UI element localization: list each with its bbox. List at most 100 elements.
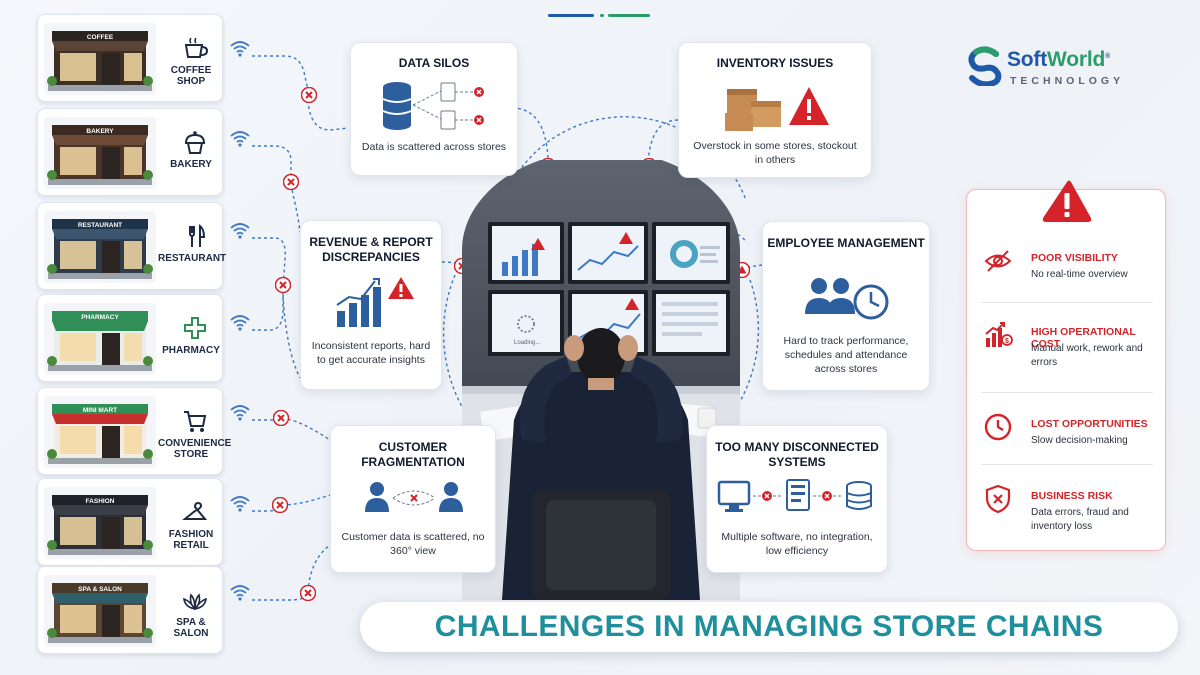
customers-split-icon	[365, 482, 463, 512]
card-text: Data is scattered across stores	[361, 141, 507, 153]
wifi-icon	[230, 315, 250, 331]
wifi-icon	[230, 223, 250, 239]
risk-divider	[981, 392, 1153, 393]
storefront-illustration: BAKERY	[44, 117, 156, 189]
disconnected-systems-card: TOO MANY DISCONNECTED SYSTEMS Multiple s…	[706, 425, 888, 573]
registered-mark: ®	[1105, 53, 1111, 60]
storefront-illustration: FASHION	[44, 487, 156, 559]
wifi-icon	[230, 496, 250, 512]
store-fashion-retail: FASHION FASHION RETAIL	[37, 478, 223, 566]
business-risks-panel: POOR VISIBILITY No real-time overview $ HIG…	[966, 180, 1166, 551]
store-label: PHARMACY	[162, 345, 220, 356]
store-label: BAKERY	[170, 159, 212, 170]
medical-cross-icon	[184, 317, 206, 339]
company-logo: SoftWorld® TECHNOLOGY	[964, 42, 1174, 96]
hanger-icon	[182, 501, 208, 520]
fork-knife-icon	[189, 223, 206, 247]
store-label: RESTAURANT	[158, 253, 227, 264]
warning-triangle-icon	[1042, 180, 1092, 222]
card-title: DATA SILOS	[398, 56, 470, 70]
people-clock-icon	[805, 278, 889, 320]
storefront-illustration: SPA & SALON	[44, 575, 156, 647]
store-sign-text: RESTAURANT	[78, 222, 122, 229]
error-marker	[273, 410, 289, 426]
banner-title: CHALLENGES IN MANAGING STORE CHAINS	[434, 610, 1104, 643]
shield-x-icon	[985, 484, 1011, 514]
error-marker	[301, 87, 317, 103]
card-text: Overstock in some stores, stockout in ot…	[693, 140, 857, 166]
risk-description: Manual work, rework and errors	[1031, 343, 1143, 368]
store-label: SPA & SALON	[173, 617, 209, 639]
risk-description: No real-time overview	[1031, 269, 1128, 280]
error-marker	[275, 277, 291, 293]
database-icon	[382, 82, 484, 130]
top-decoration	[548, 14, 650, 17]
cost-chart-icon: $	[985, 322, 1013, 347]
risk-divider	[981, 302, 1153, 303]
error-marker	[272, 497, 288, 513]
store-label: CONVENIENCE STORE	[158, 438, 232, 460]
store-restaurant: RESTAURANT RESTAURANT	[37, 202, 227, 290]
storefront-illustration: COFFEE	[44, 23, 156, 95]
title-banner: CHALLENGES IN MANAGING STORE CHAINS	[360, 602, 1178, 652]
risk-title: POOR VISIBILITY	[1031, 252, 1118, 264]
employee-management-card: EMPLOYEE MANAGEMENT Hard to track perfor…	[762, 221, 930, 391]
store-sign-text: BAKERY	[86, 128, 114, 135]
wifi-icon	[230, 41, 250, 57]
card-title: EMPLOYEE MANAGEMENT	[767, 236, 925, 250]
card-title: REVENUE & REPORT DISCREPANCIES	[309, 235, 433, 264]
wifi-icon	[230, 585, 250, 601]
store-label: COFFEE SHOP	[170, 65, 212, 87]
customer-fragmentation-card: CUSTOMER FRAGMENTATION Customer data is …	[330, 425, 496, 573]
bar-chart-warning-icon	[336, 277, 414, 327]
clock-icon	[984, 413, 1012, 441]
svg-text:$: $	[1005, 338, 1009, 345]
error-marker	[300, 585, 316, 601]
logo-name-part2: World	[1047, 48, 1106, 71]
logo-name: SoftWorld®	[1007, 48, 1110, 72]
risk-title: HIGH OPERATIONAL COST	[1031, 326, 1136, 350]
disconnected-systems-icon	[717, 479, 872, 512]
store-sign-text: SPA & SALON	[78, 586, 122, 593]
coffee-cup-icon	[184, 37, 208, 58]
revenue-discrepancies-card: REVENUE & REPORT DISCREPANCIES Inconsist…	[300, 220, 442, 390]
store-sign-text: COFFEE	[87, 34, 114, 41]
store-bakery: BAKERY BAKERY	[37, 108, 223, 196]
card-text: Multiple software, no integration, low e…	[721, 531, 873, 557]
card-text: Inconsistent reports, hard to get accura…	[311, 340, 431, 366]
risk-title: LOST OPPORTUNITIES	[1031, 418, 1148, 430]
store-sign-text: MINI MART	[83, 407, 117, 414]
error-marker	[283, 174, 299, 190]
card-title: CUSTOMER FRAGMENTATION	[361, 440, 465, 469]
risk-divider	[981, 464, 1153, 465]
risk-title: BUSINESS RISK	[1031, 490, 1113, 502]
store-sign-text: PHARMACY	[81, 314, 119, 321]
boxes-warning-icon	[725, 87, 829, 131]
risk-description: Slow decision-making	[1031, 435, 1128, 446]
data-silos-card: DATA SILOS Data is scattered across stor…	[350, 42, 518, 176]
store-sign-text: FASHION	[86, 498, 115, 505]
card-text: Hard to track performance, schedules and…	[783, 335, 909, 375]
shopping-cart-icon	[184, 411, 207, 432]
store-coffee-shop: COFFEE COFFEE SHOP	[37, 14, 223, 102]
storefront-illustration: PHARMACY	[44, 303, 156, 375]
store-label: FASHION RETAIL	[168, 529, 214, 551]
lotus-icon	[183, 593, 207, 611]
inventory-issues-card: INVENTORY ISSUES Overstock in some store…	[678, 42, 872, 178]
risk-description: Data errors, fraud and inventory loss	[1031, 507, 1129, 532]
cupcake-icon	[184, 131, 206, 154]
storefront-illustration: RESTAURANT	[44, 211, 156, 283]
logo-mark-icon	[968, 46, 1002, 86]
store-spa-salon: SPA & SALON SPA & SALON	[37, 566, 223, 654]
eye-slash-icon	[984, 250, 1012, 272]
logo-name-part1: Soft	[1007, 48, 1048, 71]
wifi-icon	[230, 405, 250, 421]
store-convenience-store: MINI MART CONVENIENCE STORE	[37, 387, 232, 475]
card-title: INVENTORY ISSUES	[716, 56, 834, 70]
stressed-manager-scene: Loading...	[462, 160, 740, 600]
card-text: Customer data is scattered, no 360° view	[341, 531, 485, 557]
loading-label: Loading...	[514, 340, 541, 346]
storefront-illustration: MINI MART	[44, 396, 156, 468]
card-title: TOO MANY DISCONNECTED SYSTEMS	[715, 440, 879, 469]
wifi-icon	[230, 131, 250, 147]
